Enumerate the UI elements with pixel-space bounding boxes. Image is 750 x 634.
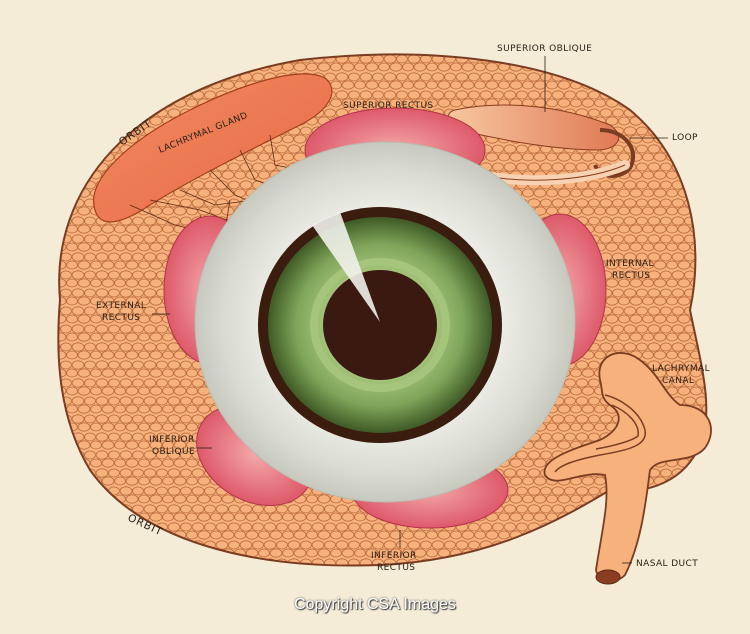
label-inferior-rectus-1: INFERIOR: [371, 551, 417, 561]
nasal-duct-opening: [595, 569, 621, 585]
label-inferior-rectus-2: RECTUS: [377, 563, 415, 573]
label-lachrymal-canal-2: CANAL: [662, 376, 694, 386]
label-external-rectus-2: RECTUS: [102, 313, 140, 323]
label-superior-rectus: SUPERIOR RECTUS: [343, 101, 434, 111]
label-internal-rectus-2: RECTUS: [612, 271, 650, 281]
label-internal-rectus-1: INTERNAL: [606, 259, 654, 269]
label-lachrymal-canal-1: LACHRYMAL: [652, 364, 710, 374]
label-inferior-oblique-1: INFERIOR: [149, 435, 195, 445]
lachrymal-gland: [93, 73, 333, 223]
copyright-watermark: Copyright CSA Images: [294, 596, 456, 613]
label-inferior-oblique-2: OBLIQUE: [152, 447, 195, 457]
label-nasal-duct: NASAL DUCT: [636, 559, 698, 569]
label-loop: LOOP: [672, 133, 698, 143]
label-external-rectus-1: EXTERNAL: [96, 301, 146, 311]
pupil: [323, 270, 437, 380]
light-reflection: [312, 212, 380, 322]
label-superior-oblique: SUPERIOR OBLIQUE: [497, 44, 592, 54]
